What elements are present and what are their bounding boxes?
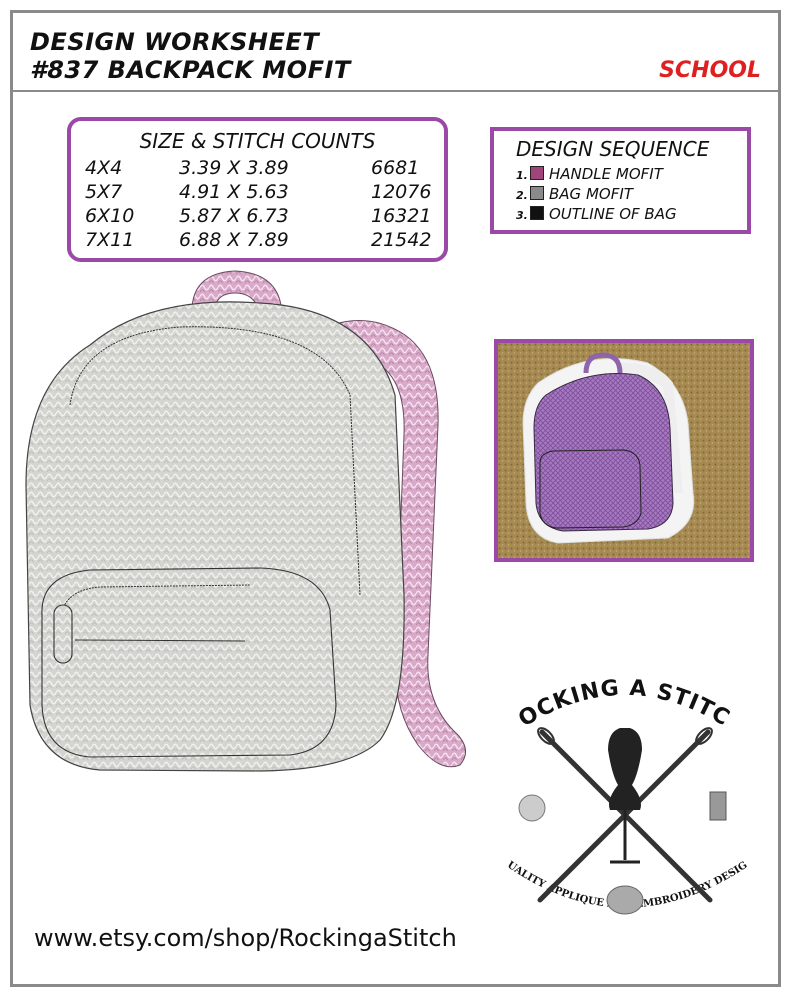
- backpack-illustration: [25, 270, 466, 772]
- stitch-count: 16321: [371, 205, 432, 227]
- stitch-count: 12076: [371, 181, 432, 203]
- design-dimensions: 6.88 X 7.89: [179, 229, 289, 251]
- step-label: HANDLE MOFIT: [549, 165, 663, 183]
- size-row: 6X10 5.87 X 6.73 16321: [85, 205, 435, 231]
- sequence-step: 3. OUTLINE OF BAG: [516, 205, 677, 225]
- shop-url: www.etsy.com/shop/RockingaStitch: [34, 924, 457, 952]
- hoop-size: 7X11: [85, 229, 135, 251]
- svg-text:ROCKING A STITCH: ROCKING A STITCH: [480, 650, 734, 732]
- hoop-size: 5X7: [85, 181, 123, 203]
- title-line-1: DESIGN WORKSHEET: [30, 28, 320, 56]
- thread-spool-icon: [709, 791, 727, 821]
- size-table-title: SIZE & STITCH COUNTS: [139, 129, 376, 153]
- rocking-a-stitch-logo: ROCKING A STITCH QUALITY APPLIQUE AND EM…: [480, 650, 749, 915]
- size-row: 7X11 6.88 X 7.89 21542: [85, 229, 435, 255]
- stitched-sample-photo: [494, 339, 754, 562]
- pincushion-icon: [606, 885, 644, 915]
- hoop-size: 6X10: [85, 205, 135, 227]
- title-line-2: #837 BACKPACK MOFIT: [30, 56, 351, 84]
- sample-backpack-image: [498, 343, 750, 558]
- color-swatch-icon: [530, 206, 544, 220]
- logo-top-text: ROCKING A STITCH: [480, 650, 733, 732]
- design-dimensions: 4.91 X 5.63: [179, 181, 289, 203]
- stitch-count: 21542: [371, 229, 432, 251]
- step-label: BAG MOFIT: [549, 185, 633, 203]
- design-sequence-box: DESIGN SEQUENCE 1. HANDLE MOFIT 2. BAG MOF…: [490, 127, 751, 234]
- worksheet-title: DESIGN WORKSHEET #837 BACKPACK MOFIT: [30, 28, 351, 84]
- sequence-step: 1. HANDLE MOFIT: [516, 165, 663, 185]
- color-swatch-icon: [530, 186, 544, 200]
- design-dimensions: 3.39 X 3.89: [179, 157, 289, 179]
- button-icon: [518, 794, 546, 822]
- size-row: 5X7 4.91 X 5.63 12076: [85, 181, 435, 207]
- step-label: OUTLINE OF BAG: [549, 205, 677, 223]
- sequence-title: DESIGN SEQUENCE: [516, 137, 710, 161]
- sequence-step: 2. BAG MOFIT: [516, 185, 633, 205]
- hoop-size: 4X4: [85, 157, 123, 179]
- step-number: 2.: [516, 189, 528, 202]
- stitch-count: 6681: [371, 157, 420, 179]
- header-divider: [13, 90, 778, 92]
- backpack-strap: [304, 320, 466, 768]
- category-label: SCHOOL: [659, 58, 761, 83]
- design-dimensions: 5.87 X 6.73: [179, 205, 289, 227]
- step-number: 3.: [516, 209, 528, 222]
- front-pocket: [41, 567, 337, 758]
- zipper-pull-icon: [53, 604, 73, 664]
- size-stitch-table: SIZE & STITCH COUNTS 4X4 3.39 X 3.89 668…: [67, 117, 448, 262]
- size-row: 4X4 3.39 X 3.89 6681: [85, 157, 435, 183]
- step-number: 1.: [516, 169, 528, 182]
- dress-form-icon: [608, 728, 642, 864]
- color-swatch-icon: [530, 166, 544, 180]
